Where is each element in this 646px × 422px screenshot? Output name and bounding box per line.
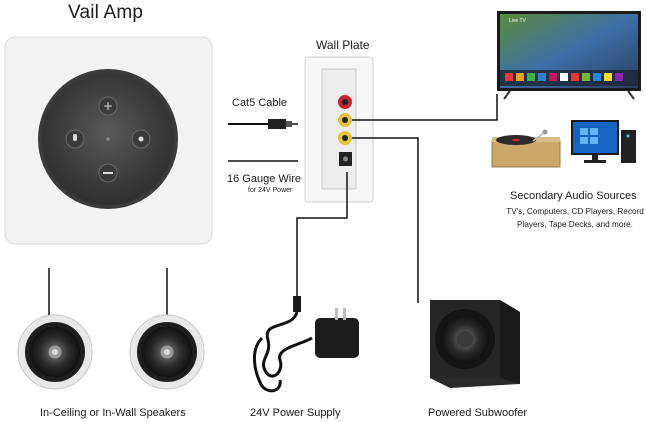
gauge-wire-label: 16 Gauge Wire [227,173,301,185]
minus-icon [103,172,113,174]
rj45-connector-icon [268,119,286,129]
tv-stand-left [503,90,511,100]
wall-plate-title: Wall Plate [316,38,370,52]
secondary-sources-title: Secondary Audio Sources [510,190,637,202]
tv-stand-right [627,90,635,100]
tv-screen-text: Live TV [509,18,527,24]
computer [571,120,636,163]
speaker-left [17,314,93,390]
secondary-sources-description: TV's, Computers, CD Players, Record Play… [506,207,644,229]
speaker-right [129,314,205,390]
speakers-label: In-Ceiling or In-Wall Speakers [40,407,186,419]
plug-prong [335,308,338,320]
amp-title: Vail Amp [68,2,144,23]
dot-icon [138,136,144,142]
turntable [491,129,561,168]
power-cord [262,311,313,378]
plug-prong [343,308,346,320]
led-icon [106,137,110,141]
subwoofer [430,300,520,388]
pc-tower [621,130,636,163]
turntable-base [491,140,561,168]
gauge-wire-sublabel: for 24V Power [248,187,293,194]
power-supply [253,296,359,393]
volume-up-button[interactable] [98,96,118,116]
power-adapter-icon [315,318,359,358]
subwoofer-label: Powered Subwoofer [428,407,528,419]
dc-plug-icon [293,296,301,312]
connection-lines [296,94,498,303]
cat5-cable-label: Cat5 Cable [232,97,288,109]
vail-amp: + [4,36,213,245]
power-supply-label: 24V Power Supply [250,407,341,419]
cat5-cable [228,119,298,129]
tv: Live TV [497,11,641,100]
tv-app-tiles [505,73,623,81]
mic-icon [73,134,77,141]
plus-icon: + [103,99,113,113]
wall-plate-insert [321,68,357,190]
wall-plate [304,56,374,203]
